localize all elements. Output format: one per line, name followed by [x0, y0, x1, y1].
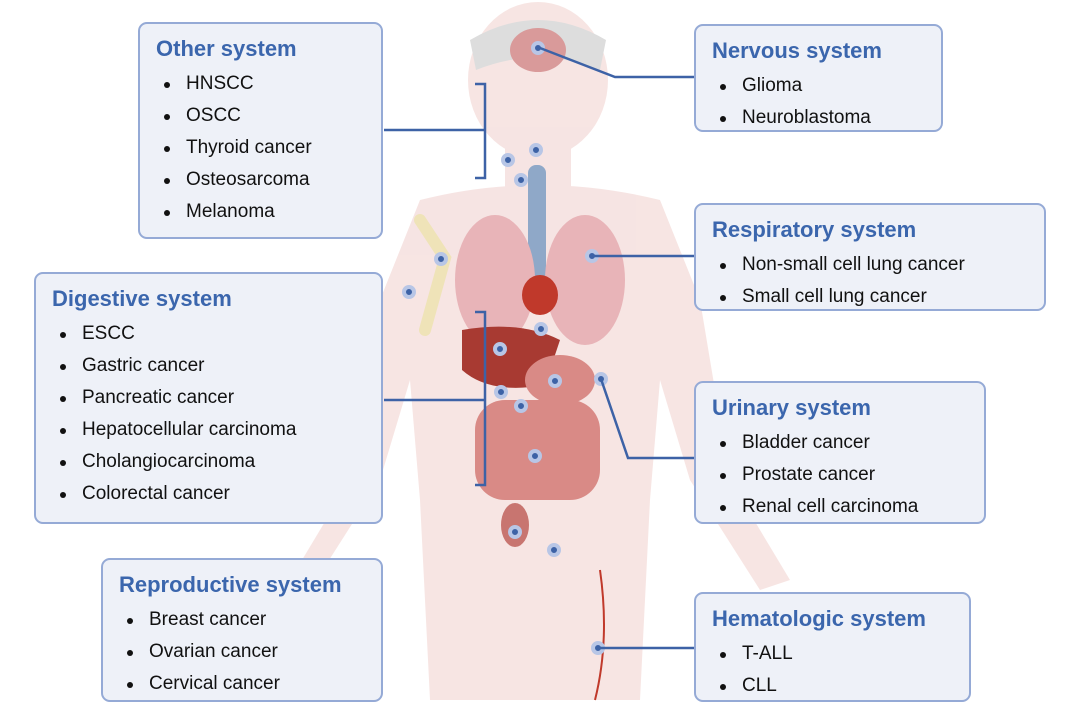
list-item: Osteosarcoma [164, 164, 381, 196]
list-item: T-ALL [720, 638, 969, 670]
list-item: Glioma [720, 70, 941, 102]
list-item: Renal cell carcinoma [720, 491, 984, 523]
list-item: Non-small cell lung cancer [720, 249, 1044, 281]
box-title: Respiratory system [712, 217, 917, 242]
box-title: Urinary system [712, 395, 871, 420]
box-title: Hematologic system [712, 606, 926, 631]
heart [522, 275, 558, 315]
box-title: Other system [156, 36, 297, 61]
blood-vessel [594, 569, 605, 701]
list-item: Melanoma [164, 196, 381, 228]
list-item: Cervical cancer [127, 668, 381, 700]
list-item: Ovarian cancer [127, 636, 381, 668]
left-lung [455, 215, 535, 345]
list-item: ESCC [60, 318, 381, 350]
list-item: Bladder cancer [720, 427, 984, 459]
list-item: Breast cancer [127, 604, 381, 636]
right-lung [545, 215, 625, 345]
list-item: Neuroblastoma [720, 102, 941, 134]
box-title: Nervous system [712, 38, 882, 63]
list-item: CLL [720, 670, 969, 702]
list-item: Thyroid cancer [164, 132, 381, 164]
box-title: Reproductive system [119, 572, 342, 597]
list-item: Prostate cancer [720, 459, 984, 491]
list-item: HNSCC [164, 68, 381, 100]
connector-lines [384, 46, 694, 650]
list-item: Hepatocellular carcinoma [60, 414, 381, 446]
list-item: Small cell lung cancer [720, 281, 1044, 313]
list-item: Pancreatic cancer [60, 382, 381, 414]
box-title: Digestive system [52, 286, 232, 311]
list-item: Colorectal cancer [60, 478, 381, 510]
list-item: Gastric cancer [60, 350, 381, 382]
list-item: OSCC [164, 100, 381, 132]
respiratory-system-box: Respiratory system Non-small cell lung c… [694, 203, 1046, 311]
list-item: Cholangiocarcinoma [60, 446, 381, 478]
